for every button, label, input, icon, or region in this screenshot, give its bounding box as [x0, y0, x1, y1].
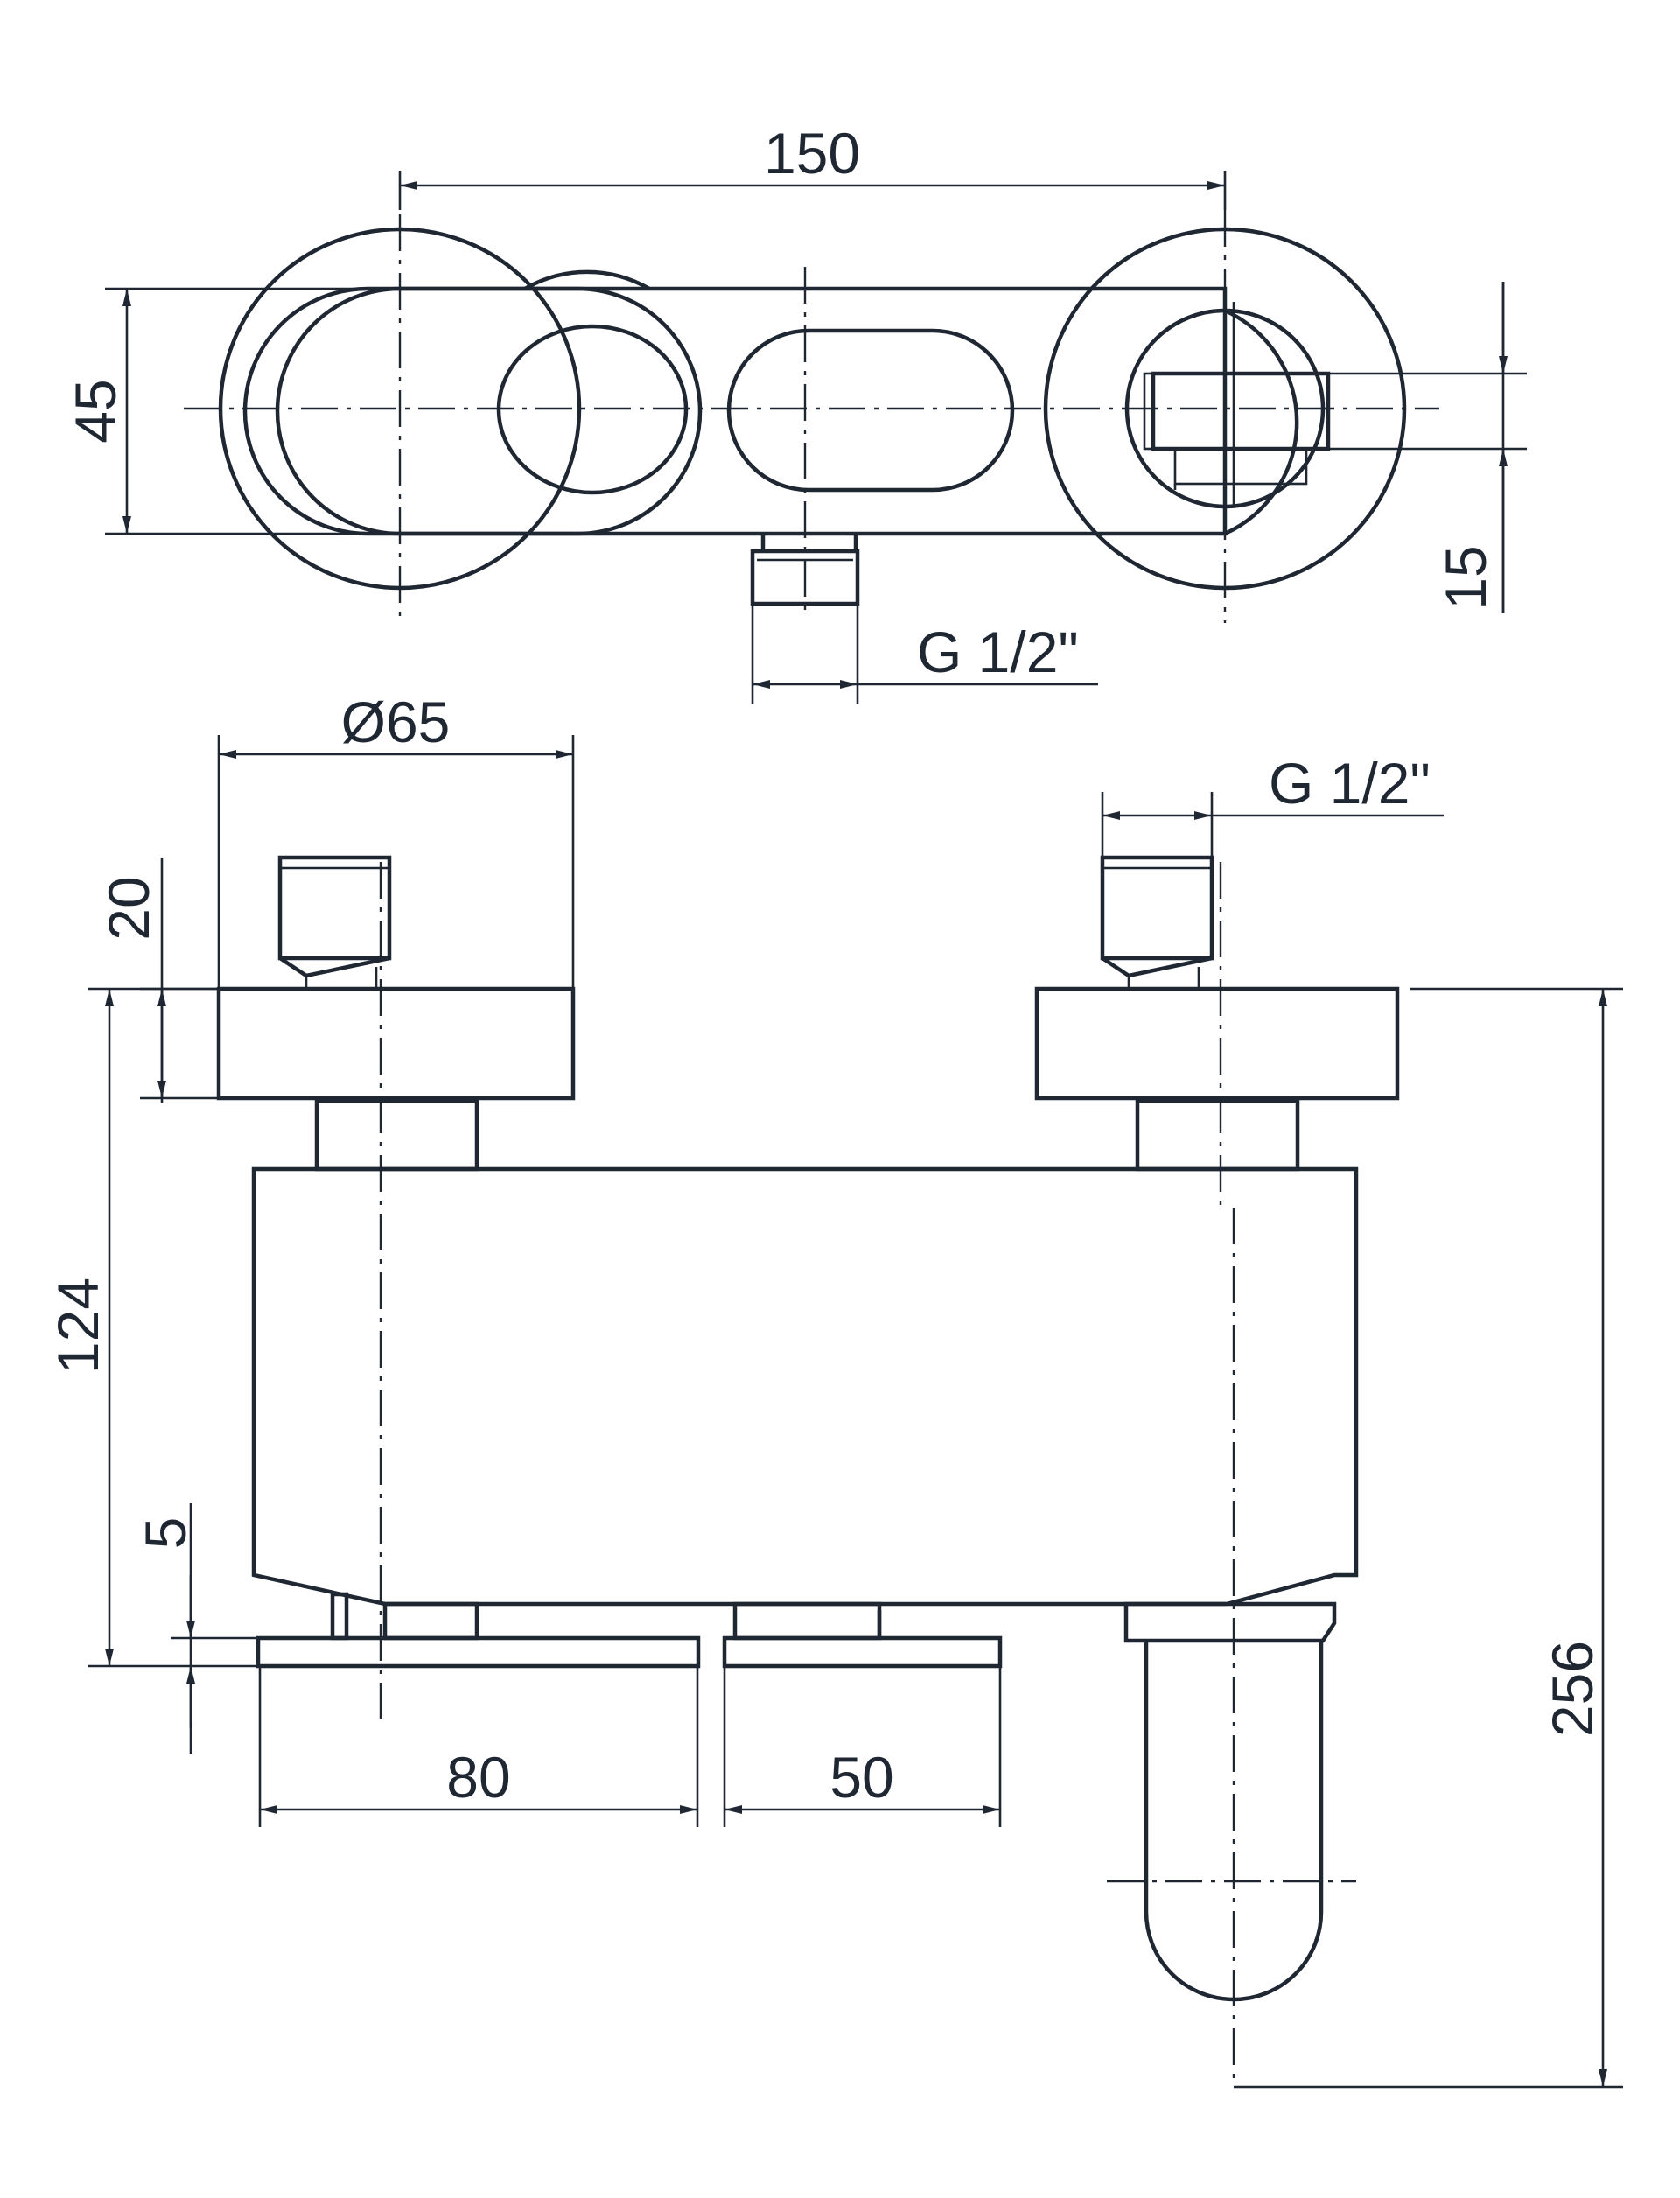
dim-g-half-bottom-label: G 1/2" — [917, 620, 1079, 684]
left-eccentric-thread — [277, 855, 392, 961]
left-escutcheon-disc — [216, 986, 576, 1101]
left-handle-outline — [242, 286, 703, 536]
top-view — [184, 210, 1439, 623]
spout-head — [1124, 1601, 1337, 1643]
dim-124-label: 124 — [46, 1278, 110, 1374]
dim-g-half-top-label: G 1/2" — [1269, 751, 1431, 816]
right-eccentric-thread — [1100, 855, 1214, 961]
right-flange — [722, 1635, 1003, 1669]
dim-256-label: 256 — [1540, 1641, 1605, 1737]
mixer-body — [251, 1166, 1359, 1606]
dim-5-label: 5 — [133, 1517, 198, 1550]
center-oval — [726, 328, 1015, 493]
front-view-dimensions: Ø65 G 1/2" 20 124 5 80 50 — [46, 690, 1623, 2089]
dim-15-label: 15 — [1433, 545, 1498, 609]
right-connector — [1135, 1098, 1300, 1172]
right-fitting-body — [1151, 371, 1331, 452]
dim-d65-label: Ø65 — [341, 690, 451, 754]
dim-45-label: 45 — [63, 379, 128, 443]
left-connector — [314, 1098, 480, 1172]
dim-50-label: 50 — [830, 1745, 893, 1810]
dim-80-label: 80 — [446, 1745, 510, 1810]
top-body-outline — [275, 286, 1228, 536]
dim-150-label: 150 — [764, 121, 860, 186]
front-view — [216, 855, 1400, 2082]
left-flange — [256, 1635, 701, 1669]
dim-20-label: 20 — [96, 876, 161, 940]
top-view-dimensions: 150 45 15 G 1/2" — [63, 121, 1527, 704]
right-escutcheon-disc — [1034, 986, 1400, 1101]
